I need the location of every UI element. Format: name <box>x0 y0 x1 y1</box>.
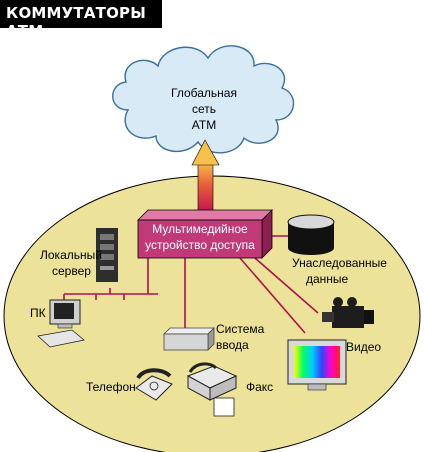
pc-label: ПК <box>30 306 46 320</box>
device-label-line1: Мультимедийное <box>152 222 248 236</box>
header-title: КОММУТАТОРЫ АТМ <box>6 4 146 40</box>
cloud-label-line3: АТМ <box>191 118 217 132</box>
header-bar: КОММУТАТОРЫ АТМ <box>0 0 162 40</box>
monitor-icon <box>287 339 347 391</box>
cloud-shape <box>112 45 295 154</box>
server-icon <box>96 228 118 282</box>
fax-icon <box>186 362 238 417</box>
cloud-label-line2: сеть <box>191 102 217 116</box>
local-server-label-line1: Локальный <box>40 248 102 262</box>
telephone-label: Телефон <box>86 380 136 394</box>
legacy-label-line1: Унаследованные <box>292 256 387 270</box>
device-label-line2: устройство доступа <box>145 238 255 252</box>
video-label: Видео <box>346 340 382 354</box>
lan-bus <box>63 288 158 300</box>
legacy-label-line2: данные <box>306 272 349 286</box>
input-system-icon <box>163 327 215 351</box>
telephone-icon <box>135 368 173 401</box>
header: КОММУТАТОРЫ АТМ <box>0 0 425 40</box>
pc-icon <box>37 299 85 348</box>
cloud-label-line1: Глобальная <box>171 86 237 100</box>
fax-label: Факс <box>246 380 274 394</box>
legacy-data-icon <box>287 214 335 255</box>
input-system-label-line1: Система <box>216 322 265 336</box>
local-server-label-line2: сервер <box>52 264 91 278</box>
input-system-label-line2: ввода <box>216 338 249 352</box>
access-device <box>137 209 273 259</box>
video-camera-icon <box>322 297 374 328</box>
